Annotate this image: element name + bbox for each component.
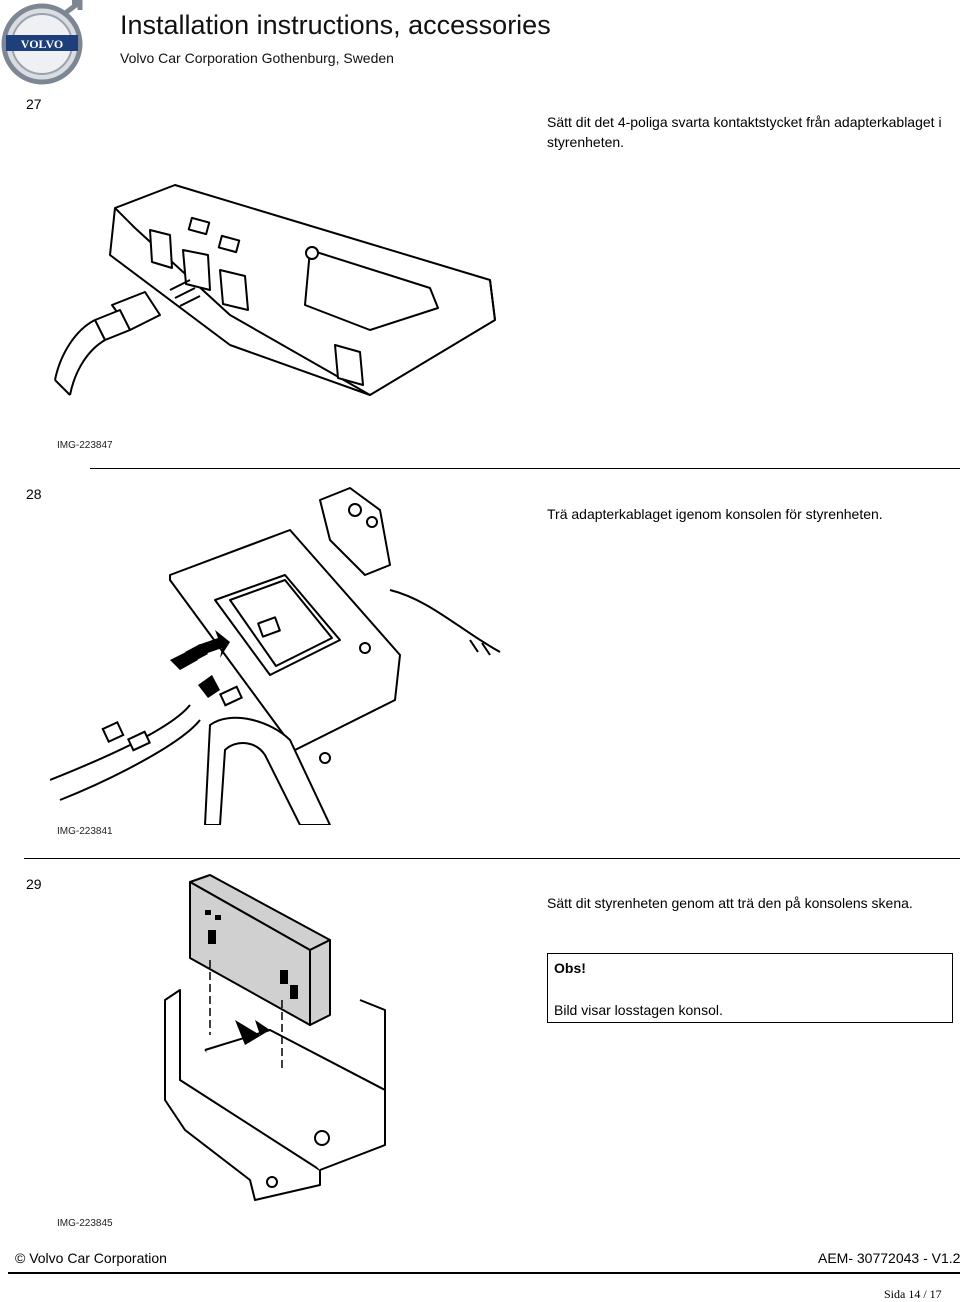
divider [24,858,960,859]
footer-copyright: © Volvo Car Corporation [15,1250,167,1266]
illustration-cable-through-bracket [50,487,501,825]
note-title: Obs! [554,960,586,976]
volvo-logo: VOLVO [1,0,83,85]
illustration-connector-into-control-unit [54,184,496,396]
image-id: IMG-223841 [57,826,113,837]
logo-text: VOLVO [21,37,63,51]
step-number: 29 [26,876,42,892]
document-subtitle: Volvo Car Corporation Gothenburg, Sweden [120,50,394,66]
divider [90,468,960,469]
note-box: Obs! Bild visar losstagen konsol. [547,953,953,1023]
step-number: 28 [26,486,42,502]
image-id: IMG-223847 [57,440,113,451]
note-text: Bild visar losstagen konsol. [554,1002,723,1018]
step-text: Sätt dit det 4-poliga svarta kontaktstyc… [547,114,942,150]
step-number: 27 [26,96,42,112]
footer-doc-code: AEM- 30772043 - V1.2 [818,1250,960,1266]
step-text: Trä adapterkablaget igenom konsolen för … [547,506,883,522]
step-text: Sätt dit styrenheten genom att trä den p… [547,895,913,911]
image-id: IMG-223845 [57,1218,113,1229]
footer-divider [8,1272,960,1274]
illustration-control-unit-on-rail [164,874,386,1201]
document-title: Installation instructions, accessories [120,10,551,40]
page-number: Sida 14 / 17 [884,1287,942,1301]
